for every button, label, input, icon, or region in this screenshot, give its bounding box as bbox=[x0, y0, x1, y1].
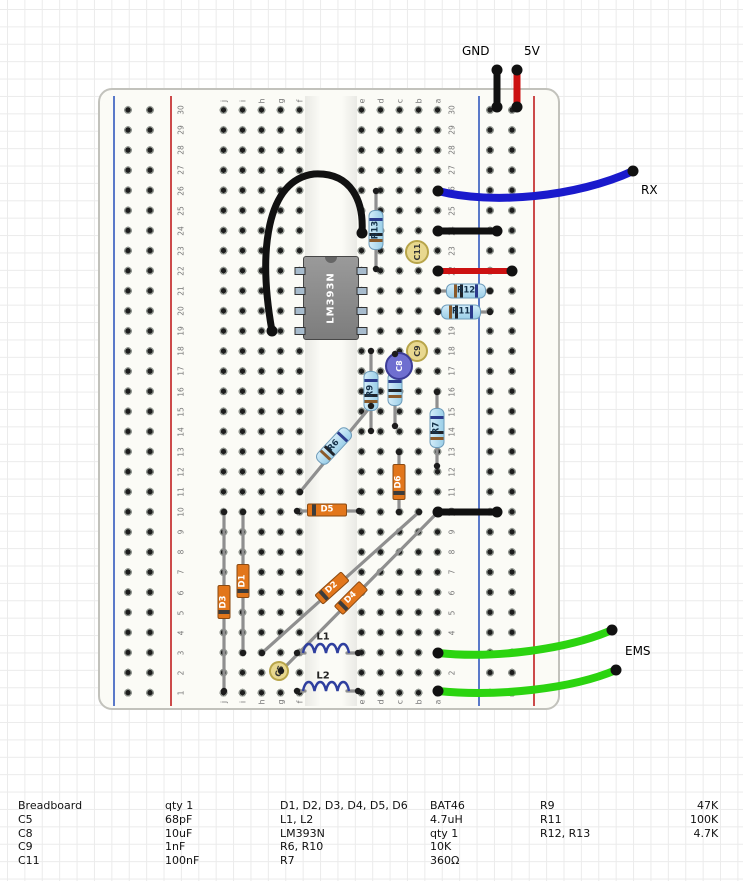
ic-label: LM393N bbox=[325, 272, 337, 324]
component-ic-lm393n: LM393N bbox=[303, 256, 359, 340]
ic-pin-right-1 bbox=[356, 267, 368, 275]
parts-cell-r2-c3: L1, L2 bbox=[280, 812, 314, 826]
component-r7: R7 bbox=[429, 408, 445, 448]
parts-cell-r4-c5 bbox=[540, 840, 690, 854]
ic-pin-left-2 bbox=[294, 287, 306, 295]
rail-positive-line-left bbox=[170, 96, 172, 706]
gnd-label: GND bbox=[462, 44, 490, 58]
component-c11: C11 bbox=[405, 240, 429, 264]
ic-pin-right-2 bbox=[356, 287, 368, 295]
component-d3: D3 bbox=[217, 585, 231, 619]
rx-label: RX bbox=[641, 183, 658, 197]
r9-label: R9 bbox=[365, 384, 376, 398]
component-r6: R6 bbox=[313, 424, 355, 468]
component-c8: C8 bbox=[385, 352, 413, 380]
parts-cell-r5-c5 bbox=[540, 854, 690, 868]
parts-cell-r3-c3: LM393N bbox=[280, 826, 325, 840]
r6-label: R6 bbox=[325, 437, 342, 454]
5v-label: 5V bbox=[524, 44, 540, 58]
d3-label: D3 bbox=[218, 595, 229, 609]
parts-cell-r3-c5: R12, R13 bbox=[540, 826, 591, 840]
parts-cell-r2-c1: C5 bbox=[18, 812, 33, 826]
parts-cell-r1-c3: D1, D2, D3, D4, D5, D6 bbox=[280, 799, 408, 812]
parts-cell-r4-c3: R6, R10 bbox=[280, 840, 324, 854]
c11-label: C11 bbox=[412, 243, 422, 261]
parts-cell-r2-c5: R11 bbox=[540, 812, 562, 826]
d5-label: D5 bbox=[320, 504, 334, 515]
c5-label: C5 bbox=[272, 664, 286, 678]
parts-cell-r2-c4: 4.7uH bbox=[430, 812, 463, 826]
component-d1: D1 bbox=[236, 564, 250, 598]
rail-positive-line-right bbox=[533, 96, 535, 706]
parts-cell-r5-c6 bbox=[690, 854, 718, 868]
power-rail-holes-left bbox=[117, 100, 161, 703]
parts-cell-r1-c6: 47K bbox=[697, 799, 719, 812]
r10-band-1 bbox=[388, 395, 402, 398]
r13-label: R13 bbox=[370, 220, 381, 240]
parts-cell-r5-c3: R7 bbox=[280, 854, 295, 868]
ic-notch bbox=[325, 257, 337, 263]
parts-cell-r1-c1: Breadboard bbox=[18, 799, 83, 812]
rail-negative-line-left bbox=[113, 96, 115, 706]
parts-cell-r3-c2: 10uF bbox=[165, 826, 193, 840]
parts-cell-r3-c4: qty 1 bbox=[430, 826, 459, 840]
parts-cell-r3-c1: C8 bbox=[18, 826, 33, 840]
d6-label: D6 bbox=[393, 475, 404, 489]
parts-cell-r5-c4: 360Ω bbox=[430, 854, 460, 868]
parts-cell-r5-c1: C11 bbox=[18, 854, 40, 868]
parts-cell-r1-c4: BAT46 bbox=[430, 799, 465, 812]
ic-pin-right-3 bbox=[356, 307, 368, 315]
c9-label: C9 bbox=[412, 345, 422, 357]
component-r9: R9 bbox=[363, 371, 379, 411]
ic-pin-left-1 bbox=[294, 267, 306, 275]
parts-cell-r1-c2: qty 1 bbox=[165, 799, 194, 812]
parts-cell-r4-c4: 10K bbox=[430, 840, 452, 854]
component-r11: R11 bbox=[441, 304, 481, 320]
d1-label: D1 bbox=[237, 574, 248, 588]
parts-cell-r2-c2: 68pF bbox=[165, 812, 193, 826]
parts-cell-r1-c5: R9 bbox=[540, 799, 555, 812]
component-c5: C5 bbox=[266, 658, 292, 684]
r10-band-2 bbox=[388, 389, 402, 392]
ic-pin-left-3 bbox=[294, 307, 306, 315]
r7-label: R7 bbox=[431, 421, 442, 435]
component-l2-label: L2 bbox=[316, 670, 330, 682]
r10-band-3 bbox=[388, 380, 402, 383]
parts-cell-r4-c1: C9 bbox=[18, 840, 33, 854]
ic-pin-left-4 bbox=[294, 327, 306, 335]
component-d6: D6 bbox=[392, 464, 406, 500]
component-r12: R12 bbox=[446, 283, 486, 299]
parts-list-table: Breadboard qty 1 D1, D2, D3, D4, D5, D6 BAT… bbox=[18, 799, 719, 868]
r11-label: R11 bbox=[451, 306, 471, 317]
parts-cell-r3-c6: 4.7K bbox=[693, 826, 719, 840]
ic-pin-right-4 bbox=[356, 327, 368, 335]
component-r13: R13 bbox=[368, 210, 384, 250]
parts-cell-r4-c2: 1nF bbox=[165, 840, 186, 854]
parts-cell-r4-c6 bbox=[690, 840, 718, 854]
component-l1-label: L1 bbox=[316, 631, 330, 643]
component-d5: D5 bbox=[307, 503, 347, 517]
parts-cell-r2-c6: 100K bbox=[690, 812, 719, 826]
parts-cell-r5-c2: 100nF bbox=[165, 854, 200, 868]
ems-label: EMS bbox=[625, 644, 651, 658]
r12-label: R12 bbox=[456, 285, 476, 296]
c8-label: C8 bbox=[394, 360, 404, 372]
